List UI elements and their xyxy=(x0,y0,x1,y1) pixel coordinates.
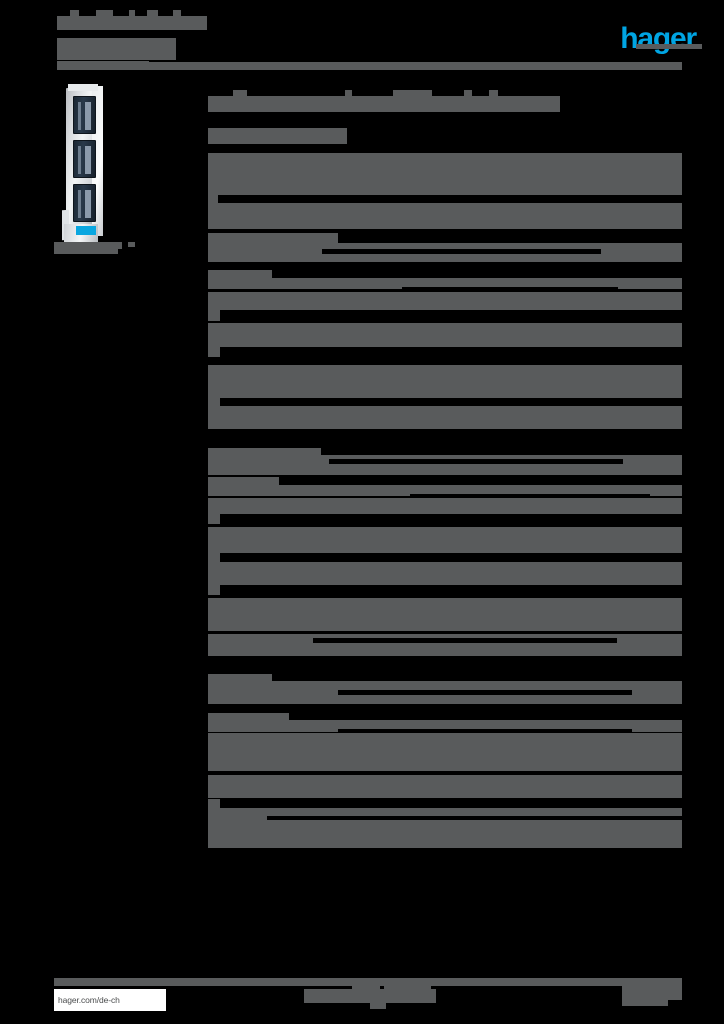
footer-center-3 xyxy=(384,985,431,991)
footer-url-box xyxy=(54,989,166,1011)
s5-band-d xyxy=(208,527,682,553)
pole-slit-a xyxy=(78,146,81,174)
s7-band-b xyxy=(208,733,682,771)
title-cap-3 xyxy=(129,10,135,16)
footer-center-4 xyxy=(370,1002,386,1009)
logo-underline xyxy=(636,44,702,49)
s3-label xyxy=(208,270,272,279)
s7-band-d xyxy=(208,799,220,809)
h1-asc-4 xyxy=(464,90,472,96)
s7-band-c xyxy=(208,775,682,798)
s3-band-a xyxy=(208,278,682,289)
s5-lead-a xyxy=(410,494,650,499)
s3-band-f xyxy=(208,365,682,398)
h1-asc-3 xyxy=(393,90,432,96)
s4-band xyxy=(208,455,682,475)
h1-asc-2 xyxy=(345,90,352,96)
page-header: hager xyxy=(0,0,724,80)
title-cap-4 xyxy=(147,10,158,16)
pole-slit-b xyxy=(85,190,91,218)
s7-band-e xyxy=(208,808,682,848)
s5-band-a xyxy=(208,485,682,496)
caption-tick xyxy=(128,242,135,247)
caption-line-1 xyxy=(54,242,122,249)
title-cap-1 xyxy=(70,10,79,16)
s3-band-g xyxy=(208,398,220,407)
s3-band-d xyxy=(208,323,682,347)
sub-rule xyxy=(208,153,682,162)
s3-band-b xyxy=(208,292,682,310)
s5-band-h xyxy=(208,598,682,631)
title-cap-5 xyxy=(173,10,181,16)
caption-line-2 xyxy=(54,247,118,254)
hager-logo: hager xyxy=(620,22,697,55)
footer-center-1 xyxy=(304,989,436,1003)
s5-band-b xyxy=(208,498,682,514)
s7-label xyxy=(208,713,289,723)
product-image xyxy=(62,84,108,246)
s1-label xyxy=(208,155,313,164)
title-line-1 xyxy=(57,16,207,30)
device-top-cap xyxy=(68,84,98,91)
title-rule xyxy=(57,62,682,70)
device-brand-label xyxy=(76,226,96,235)
s5-band-e xyxy=(208,553,220,562)
h1-asc-5 xyxy=(489,90,498,96)
footer-url-link[interactable]: hager.com/de-ch xyxy=(58,995,120,1005)
s5-lead-b xyxy=(313,638,617,643)
s2-label xyxy=(208,233,338,243)
pole-slit-a xyxy=(78,190,81,218)
pole-slit-b xyxy=(85,146,91,174)
s5-band-c xyxy=(208,514,220,524)
product-figure xyxy=(54,84,174,262)
pole-slit-b xyxy=(85,102,91,130)
s5-band-g xyxy=(208,585,220,595)
s5-label xyxy=(208,477,279,486)
pole-slit-a xyxy=(78,102,81,130)
h1-asc-1 xyxy=(233,90,247,96)
s4-label xyxy=(208,448,321,457)
h1-bar xyxy=(208,96,560,112)
title-line-2 xyxy=(57,38,176,60)
footer-rule xyxy=(54,978,682,986)
s4-lead xyxy=(329,459,623,464)
s5-band-f xyxy=(208,562,682,585)
fuse-pole-2 xyxy=(73,140,96,178)
s3-lead-a xyxy=(402,287,618,292)
sub-bar xyxy=(208,128,347,144)
s2-lead xyxy=(322,249,601,254)
device-side-panel xyxy=(92,86,103,236)
footer-center-2 xyxy=(352,985,380,991)
s3-band-c xyxy=(208,310,220,321)
s1-band-b xyxy=(208,195,218,204)
title-cap-2 xyxy=(96,10,113,16)
s3-band-h xyxy=(208,406,682,429)
s7-lead-b xyxy=(267,816,682,820)
s1-band-c xyxy=(208,203,682,229)
s3-band-e xyxy=(208,347,220,357)
footer-right-2 xyxy=(622,999,668,1006)
s1-band-a xyxy=(208,162,682,195)
fuse-pole-1 xyxy=(73,96,96,134)
footer-right-1 xyxy=(622,986,682,1000)
fuse-pole-3 xyxy=(73,184,96,222)
s6-label xyxy=(208,674,272,684)
s7-lead-a xyxy=(338,729,632,734)
title-rule-cap xyxy=(57,61,149,65)
s6-lead xyxy=(338,690,632,695)
